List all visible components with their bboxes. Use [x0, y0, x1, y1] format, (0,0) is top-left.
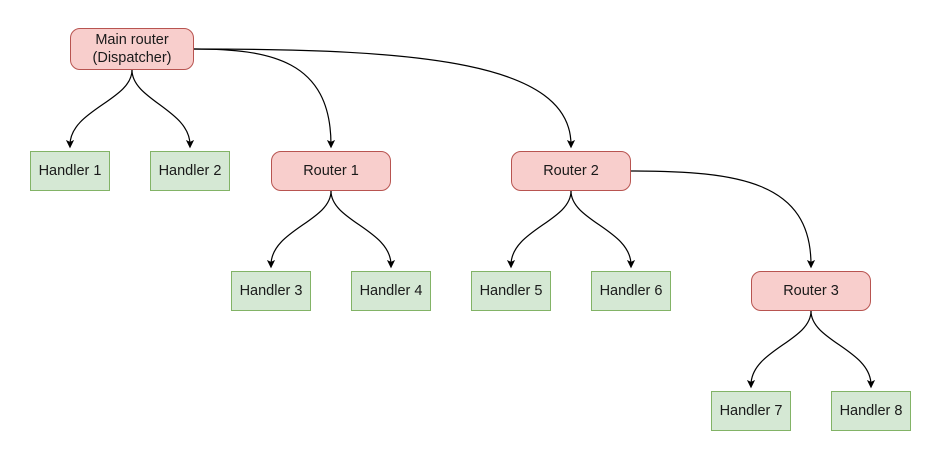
edge-router-1-to-handler-3: [266, 190, 332, 269]
edge-group: [65, 48, 876, 389]
node-handler-4[interactable]: Handler 4: [351, 271, 431, 311]
edge-router-3-to-handler-7: [746, 310, 812, 389]
edge-router-3-to-handler-8: [810, 310, 876, 389]
edge-router-2-to-router-3: [630, 170, 816, 269]
edge-router-2-to-handler-5: [506, 190, 572, 269]
edge-main-to-router-2: [193, 48, 576, 149]
edge-router-1-to-handler-4: [330, 190, 396, 269]
node-router-3[interactable]: Router 3: [751, 271, 871, 311]
node-router-1[interactable]: Router 1: [271, 151, 391, 191]
node-router-2[interactable]: Router 2: [511, 151, 631, 191]
node-handler-5[interactable]: Handler 5: [471, 271, 551, 311]
node-handler-8[interactable]: Handler 8: [831, 391, 911, 431]
edge-main-to-handler-1: [65, 69, 133, 149]
node-handler-2[interactable]: Handler 2: [150, 151, 230, 191]
edge-main-to-handler-2: [131, 69, 195, 149]
node-main-router[interactable]: Main router (Dispatcher): [70, 28, 194, 70]
node-handler-1[interactable]: Handler 1: [30, 151, 110, 191]
edge-main-to-router-1: [193, 48, 336, 149]
node-handler-3[interactable]: Handler 3: [231, 271, 311, 311]
node-handler-7[interactable]: Handler 7: [711, 391, 791, 431]
edge-router-2-to-handler-6: [570, 190, 636, 269]
node-handler-6[interactable]: Handler 6: [591, 271, 671, 311]
